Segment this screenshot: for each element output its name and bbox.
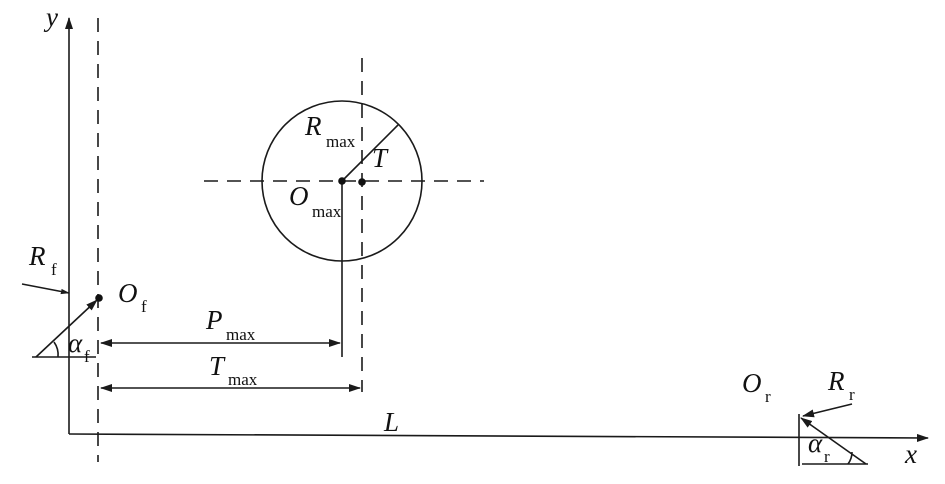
o-max-point (338, 177, 346, 185)
x-axis-label: x (904, 439, 917, 469)
rear-force-arrow (800, 417, 867, 465)
y-axis-label: y (43, 2, 58, 32)
x-axis (68, 433, 929, 442)
o-f-point (95, 294, 103, 302)
alpha-f-arc (53, 341, 59, 358)
l-label: L (383, 407, 399, 437)
r-f-arrow (21, 283, 70, 295)
t-label: T (372, 143, 389, 173)
radius-line (341, 124, 399, 182)
front-force-arrow (35, 299, 98, 358)
alpha-r-arc (847, 451, 853, 465)
r-max-label: Rmax (304, 111, 356, 151)
r-r-arrow (802, 403, 853, 418)
t-point (358, 178, 366, 186)
o-max-label: Omax (289, 181, 342, 221)
